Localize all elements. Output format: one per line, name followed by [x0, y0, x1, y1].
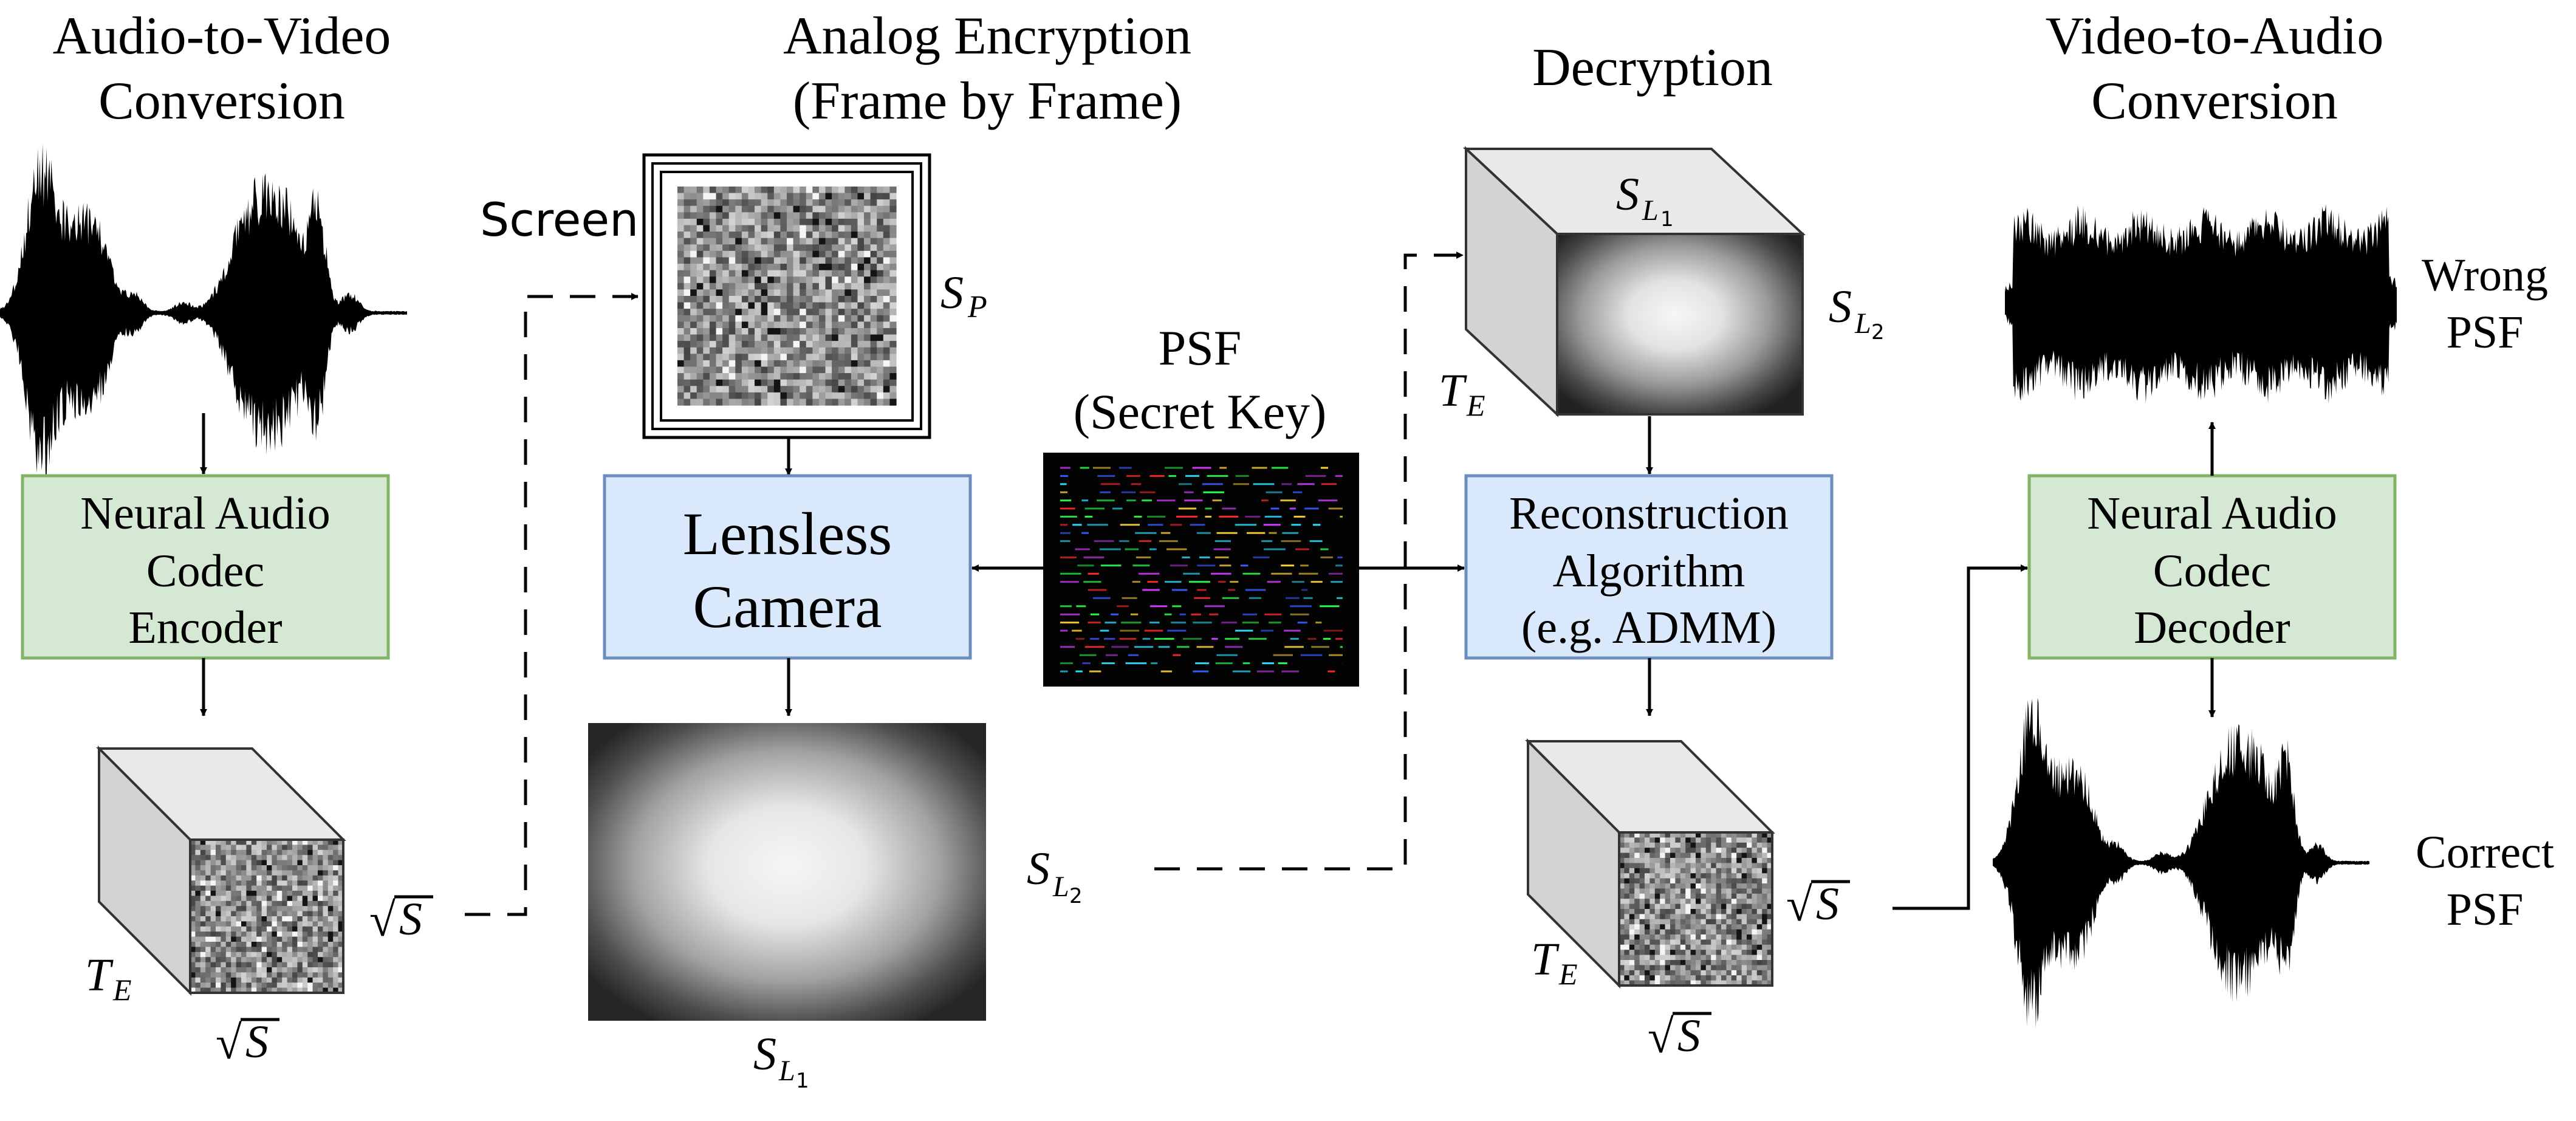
svg-text:L: L	[1854, 307, 1871, 340]
correct-psf-line1: Correct	[2416, 827, 2554, 878]
psf-label-line2: (Secret Key)	[1074, 384, 1327, 439]
reconstructed-video-cube	[1525, 738, 1775, 989]
svg-text:S: S	[1816, 879, 1839, 930]
encoder-label-line1: Neural Audio	[80, 488, 331, 539]
decoder-label-line2: Codec	[2153, 546, 2271, 597]
svg-text:S: S	[1616, 169, 1639, 220]
screen-display	[642, 153, 931, 439]
svg-text:√: √	[1786, 878, 1812, 931]
blurred-sensor-image	[588, 723, 986, 1021]
cube3-te-label: T E	[1531, 934, 1578, 991]
sl1-label-top: S L 1	[1616, 169, 1674, 231]
svg-text:L: L	[1052, 871, 1069, 903]
svg-text:1: 1	[796, 1069, 809, 1093]
cube1-sqrt-s-bottom: √ S	[216, 1016, 279, 1069]
psf-pattern	[1043, 453, 1359, 687]
camera-label-line2: Camera	[693, 573, 882, 640]
output-waveform-icon	[1993, 698, 2369, 1029]
svg-text:2: 2	[1069, 884, 1083, 908]
stage-title-dec: Decryption	[1532, 38, 1773, 97]
svg-text:√: √	[1648, 1010, 1674, 1063]
svg-text:√: √	[216, 1016, 242, 1069]
svg-text:T: T	[1531, 934, 1560, 985]
cube1-te-label: T E	[85, 950, 132, 1007]
svg-text:E: E	[112, 973, 132, 1007]
svg-text:L: L	[778, 1055, 795, 1087]
correct-psf-line2: PSF	[2447, 884, 2524, 935]
stage-title-a2v-line1: Audio-to-Video	[53, 7, 391, 66]
svg-text:S: S	[1829, 281, 1852, 332]
svg-text:S: S	[753, 1029, 776, 1080]
svg-text:√: √	[369, 893, 396, 946]
svg-text:S: S	[1677, 1010, 1701, 1061]
screen-label: Screen	[480, 193, 639, 247]
encoder-label-line2: Codec	[146, 546, 264, 597]
recon-label-line1: Reconstruction	[1509, 488, 1789, 539]
sl1-label-bottom: S L 1	[753, 1029, 809, 1093]
cube2-te-label: T E	[1439, 365, 1485, 422]
stage-title-a2v-line2: Conversion	[98, 72, 345, 131]
stage-title-v2a-line1: Video-to-Audio	[2046, 7, 2384, 66]
sp-label: S P	[940, 267, 987, 324]
sl2-label-middle: S L 2	[1027, 843, 1083, 908]
reconstruction-block	[1464, 474, 1834, 660]
svg-text:T: T	[85, 950, 114, 1001]
input-waveform-icon	[0, 143, 407, 478]
decoder-block	[2027, 474, 2397, 660]
screen-pixel-pattern	[677, 187, 897, 406]
encoder-label-line3: Encoder	[128, 602, 282, 653]
wrong-psf-line1: Wrong	[2422, 250, 2548, 301]
encoder-block	[21, 474, 390, 660]
psf-label-line1: PSF	[1159, 320, 1242, 375]
noise-waveform-icon	[2005, 204, 2397, 404]
svg-text:T: T	[1439, 365, 1467, 416]
dashed-arrow-to-decryption	[1154, 252, 1464, 871]
stage-title-v2a-line2: Conversion	[2091, 72, 2338, 131]
dashed-arrow-to-screen	[465, 293, 639, 916]
cube3-sqrt-s-right: √ S	[1786, 878, 1850, 931]
svg-text:S: S	[245, 1016, 269, 1068]
random-pixel-pattern	[190, 840, 344, 993]
camera-label-line1: Lensless	[683, 500, 892, 567]
encoded-video-cube	[96, 746, 346, 996]
cube3-sqrt-s-bottom: √ S	[1648, 1010, 1711, 1063]
svg-text:L: L	[1642, 194, 1659, 227]
recon-label-line2: Algorithm	[1553, 546, 1745, 597]
measurement-cube	[1462, 146, 1806, 417]
svg-text:1: 1	[1660, 207, 1674, 231]
svg-text:S: S	[399, 894, 422, 945]
decoder-label-line1: Neural Audio	[2087, 488, 2337, 539]
cube1-sqrt-s-right: √ S	[369, 893, 433, 946]
svg-text:S: S	[940, 267, 964, 318]
svg-text:P: P	[967, 290, 987, 324]
svg-text:S: S	[1027, 843, 1050, 894]
sl2-label-right: S L 2	[1829, 281, 1885, 345]
stage-title-enc-line1: Analog Encryption	[783, 7, 1191, 66]
svg-text:E: E	[1558, 957, 1578, 991]
svg-text:2: 2	[1871, 320, 1885, 345]
reconstructed-pixel-pattern	[1619, 832, 1773, 986]
svg-text:E: E	[1466, 388, 1485, 422]
recon-label-line3: (e.g. ADMM)	[1521, 602, 1776, 653]
decoder-label-line3: Decoder	[2134, 602, 2290, 653]
stage-title-enc-line2: (Frame by Frame)	[793, 72, 1182, 131]
arrow-cube-to-decoder	[1893, 564, 2028, 910]
wrong-psf-line2: PSF	[2447, 307, 2524, 358]
